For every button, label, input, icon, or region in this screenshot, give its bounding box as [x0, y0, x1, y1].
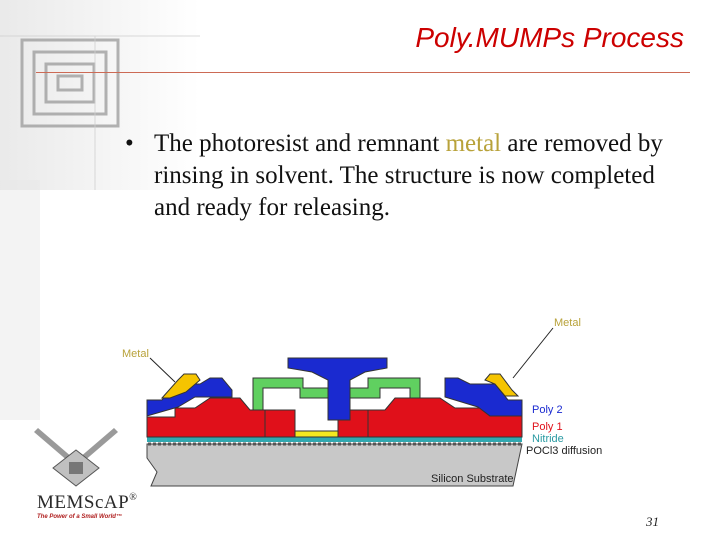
logo-wordmark: MEMScAP®: [37, 492, 137, 514]
label-nitride: Nitride: [532, 433, 564, 445]
metal-left-leader: [150, 358, 175, 382]
label-poly1: Poly 1: [532, 421, 563, 433]
logo-registered-mark: ®: [129, 492, 137, 503]
label-pocl3: POCl3 diffusion: [526, 445, 602, 457]
label-poly2: Poly 2: [532, 404, 563, 416]
label-metal-right: Metal: [554, 317, 581, 329]
metal-right-leader: [513, 328, 553, 378]
poly1-center: [265, 410, 295, 437]
label-metal-left: Metal: [122, 348, 149, 360]
label-substrate: Silicon Substrate: [431, 473, 514, 485]
page-number: 31: [646, 514, 659, 530]
logo-tagline: The Power of a Small World™: [37, 514, 122, 520]
logo-name: MEMScAP: [37, 492, 129, 513]
nitride-layer: [147, 437, 522, 442]
memscap-logo-icon: [33, 428, 119, 490]
